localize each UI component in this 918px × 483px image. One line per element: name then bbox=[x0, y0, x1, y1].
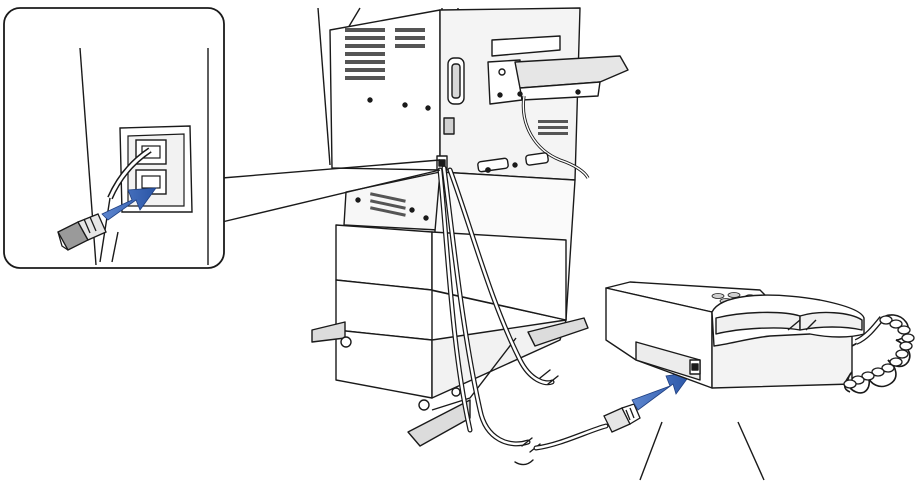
vent-grill-right bbox=[538, 120, 568, 135]
telephone-illustration bbox=[606, 282, 864, 388]
leader-lines bbox=[640, 422, 764, 480]
plug-icon bbox=[604, 404, 640, 432]
